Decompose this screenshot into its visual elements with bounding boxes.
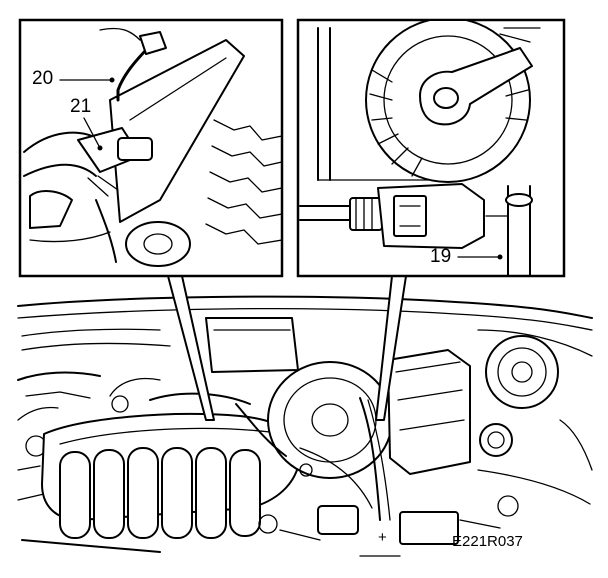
plus-terminal-mark: +: [378, 529, 387, 546]
intake-runners: [59, 447, 261, 539]
reference-code: E221R037: [452, 533, 523, 550]
callout-21: 21: [70, 96, 91, 117]
inset-right: 19: [296, 18, 566, 278]
engine-bay-view: +: [17, 295, 593, 557]
callout-20: 20: [32, 68, 53, 89]
callout-19: 19: [430, 246, 451, 267]
inset-left: 20 21: [18, 18, 284, 278]
